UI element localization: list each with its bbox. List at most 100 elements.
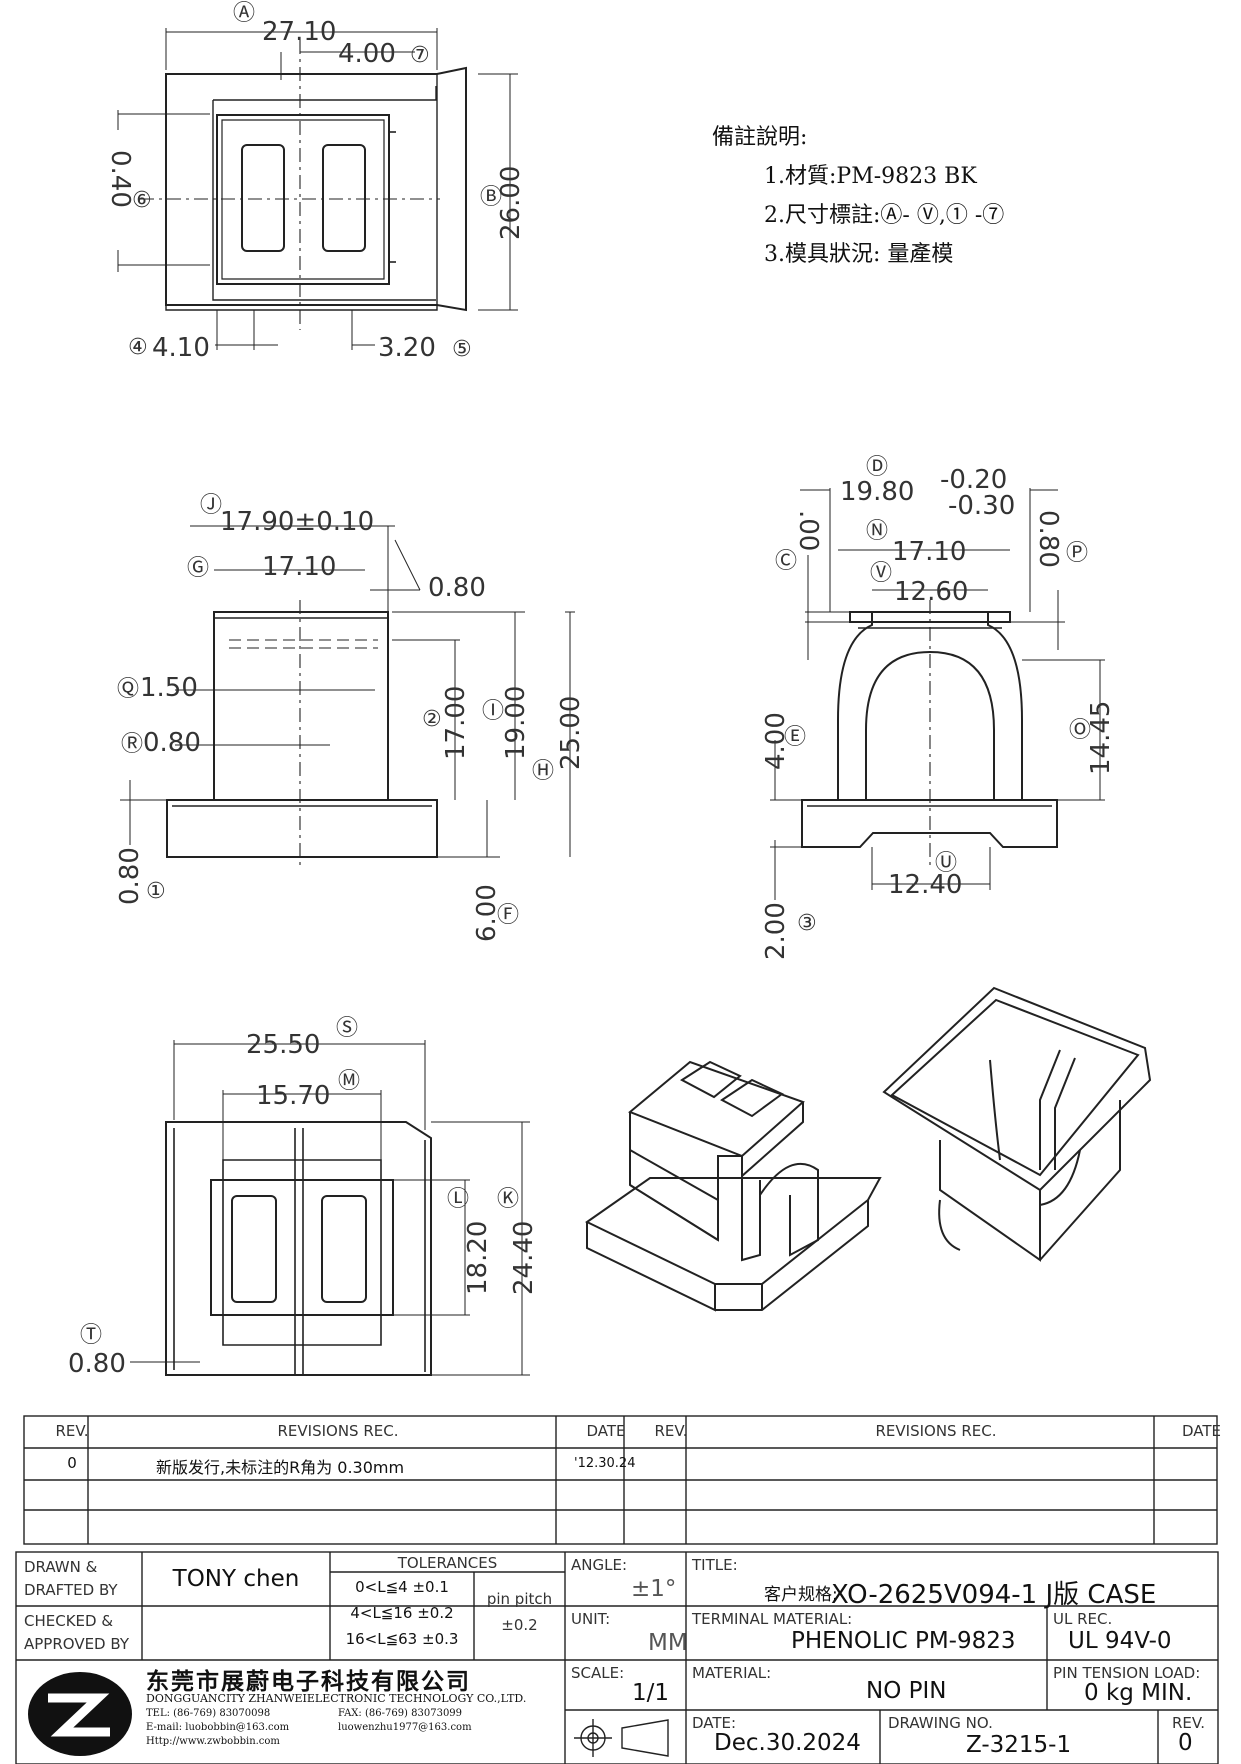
dim-6: 0.40 xyxy=(105,150,135,208)
bottom-view xyxy=(130,1040,530,1376)
title-value: XO-2625V094-1 J版 CASE xyxy=(831,1580,1157,1610)
dim-G: 17.10 xyxy=(262,552,336,582)
dim-T: 0.80 xyxy=(68,1349,126,1379)
drawn-label: DRAWN & DRAFTED BY xyxy=(24,1558,118,1599)
dim-J-tag: Ⓙ xyxy=(200,493,222,518)
notes-line-2: 2.尺寸標註:Ⓐ- Ⓥ,① -⑦ xyxy=(764,203,1005,228)
company-website: Http://www.zwbobbin.com xyxy=(146,1736,280,1747)
revisions-header-2: REVISIONS REC. xyxy=(875,1422,997,1440)
notes-line-3: 3.模具狀況: 量產模 xyxy=(764,242,954,267)
dim-C: .00 xyxy=(793,510,823,551)
pin-tension-value: 0 kg MIN. xyxy=(1084,1680,1193,1706)
company-fax: FAX: (86-769) 83073099 xyxy=(338,1708,463,1719)
date-header: DATE xyxy=(586,1422,626,1440)
dim-3: 2.00 xyxy=(761,902,791,960)
rev-header-2: REV. xyxy=(654,1422,688,1440)
scale-label: SCALE: xyxy=(571,1664,625,1682)
dim-U: 12.40 xyxy=(888,870,962,900)
title-prefix: 客户规格: xyxy=(764,1585,838,1605)
dim-O-tag: Ⓞ xyxy=(1069,718,1091,743)
rev-header: REV. xyxy=(55,1422,89,1440)
dim-2-tag: ② xyxy=(422,707,442,732)
dim-K: 24.40 xyxy=(509,1221,539,1295)
revisions-header: REVISIONS REC. xyxy=(277,1422,399,1440)
dim-K-tag: Ⓚ xyxy=(497,1187,519,1212)
dim-A-tag: Ⓐ xyxy=(233,1,255,26)
rev-label: REV. xyxy=(1172,1714,1205,1732)
dim-B-tag: Ⓑ xyxy=(480,185,502,210)
ul-rec-value: UL 94V-0 xyxy=(1068,1628,1172,1654)
drawing-no-label: DRAWING NO. xyxy=(888,1714,993,1732)
dim-O: 14.45 xyxy=(1086,701,1116,775)
title-block: DRAWN & DRAFTED BY TONY chen CHECKED & A… xyxy=(16,1410,1218,1758)
dim-3-tag: ③ xyxy=(797,911,817,936)
dim-R: 0.80 xyxy=(143,728,201,758)
side-view xyxy=(770,488,1105,900)
dim-B: 26.00 xyxy=(496,166,526,240)
dim-4-tag: ④ xyxy=(128,335,148,360)
pin-pitch-label: pin pitch xyxy=(486,1590,553,1608)
dim-M: 15.70 xyxy=(256,1081,330,1111)
dim-P: 0.80 xyxy=(1033,510,1063,568)
dim-A: 27.10 xyxy=(262,17,336,47)
date-value: Dec.30.2024 xyxy=(714,1730,861,1756)
dim-D-tag: Ⓓ xyxy=(866,455,888,480)
title-block-grid xyxy=(15,1415,1219,1764)
dim-N: 17.10 xyxy=(892,537,966,567)
material-label: MATERIAL: xyxy=(692,1664,772,1682)
scale-value: 1/1 xyxy=(632,1680,670,1706)
dim-L-tag: Ⓛ xyxy=(447,1187,469,1212)
revision-row-rev: 0 xyxy=(67,1454,77,1472)
drawn-by: TONY chen xyxy=(172,1566,300,1592)
dim-H-tag: Ⓗ xyxy=(532,759,554,784)
dim-N-tag: Ⓝ xyxy=(866,519,888,544)
dim-D-tol-up: -0.20 xyxy=(940,465,1007,495)
terminal-material-label: TERMINAL MATERIAL: xyxy=(692,1610,853,1628)
revision-row-date: '12.30.24 xyxy=(574,1456,636,1471)
drawing-no-value: Z-3215-1 xyxy=(966,1732,1072,1758)
dim-D: 19.80 xyxy=(840,477,914,507)
tolerance-3: 16<L≦63 ±0.3 xyxy=(345,1630,459,1648)
notes-line-1: 1.材質:PM-9823 BK xyxy=(764,164,977,189)
dim-G-tag: Ⓖ xyxy=(187,556,209,581)
unit-value: MM xyxy=(648,1630,688,1656)
rev-value: 0 xyxy=(1178,1730,1193,1756)
dim-C-tag: Ⓒ xyxy=(775,549,797,574)
dim-J: 17.90±0.10 xyxy=(220,507,374,537)
dim-E: 4.00 xyxy=(761,712,791,770)
company-email-2: luowenzhu1977@163.com xyxy=(338,1722,472,1733)
dim-L: 18.20 xyxy=(463,1221,493,1295)
dim-2: 17.00 xyxy=(441,686,471,760)
angle-value: ±1° xyxy=(631,1576,677,1602)
company-name-en: DONGGUANCITY ZHANWEIELECTRONIC TECHNOLOG… xyxy=(146,1692,527,1705)
terminal-material-value: PHENOLIC PM-9823 xyxy=(791,1628,1016,1654)
dim-I-tag: Ⓘ xyxy=(482,699,504,724)
front-view xyxy=(120,525,575,865)
angle-label: ANGLE: xyxy=(571,1556,627,1574)
notes-title: 備註說明: xyxy=(712,125,808,150)
dim-V: 12.60 xyxy=(894,577,968,607)
dim-E-tag: Ⓔ xyxy=(784,725,806,750)
title-label: TITLE: xyxy=(692,1556,738,1574)
dim-T-tag: Ⓣ xyxy=(80,1323,102,1348)
dim-R-tag: Ⓡ xyxy=(121,732,143,757)
tolerance-1: 0<L≦4 ±0.1 xyxy=(355,1578,449,1596)
isometric-view-front xyxy=(585,1060,882,1312)
date-header-2: DATE xyxy=(1181,1422,1222,1440)
dim-7-tag: ⑦ xyxy=(410,43,430,68)
revision-row-desc: 新版发行,未标注的R角为 0.30mm xyxy=(156,1458,405,1477)
company-tel: TEL: (86-769) 83070098 xyxy=(146,1708,271,1719)
drawing-canvas: Ⓐ 27.10 4.00 ⑦ 26.00 Ⓑ 0.40 ⑥ ④ 4.10 3.2… xyxy=(68,1,1152,1379)
tolerances-title: TOLERANCES xyxy=(397,1554,498,1572)
date-label: DATE: xyxy=(692,1714,737,1732)
isometric-view-rear xyxy=(882,986,1152,1262)
dim-M-tag: Ⓜ xyxy=(338,1069,360,1094)
dim-P-tag: Ⓟ xyxy=(1066,541,1088,566)
dim-5: 3.20 xyxy=(378,333,436,363)
dim-V-tag: Ⓥ xyxy=(870,561,892,586)
pin-pitch-tol: ±0.2 xyxy=(501,1616,538,1634)
pin-tension-label: PIN TENSION LOAD: xyxy=(1053,1664,1201,1682)
company-name-cn: 东莞市展蔚电子科技有限公司 xyxy=(146,1669,471,1695)
dim-D-tol-dn: -0.30 xyxy=(948,491,1015,521)
dim-7: 4.00 xyxy=(338,39,396,69)
